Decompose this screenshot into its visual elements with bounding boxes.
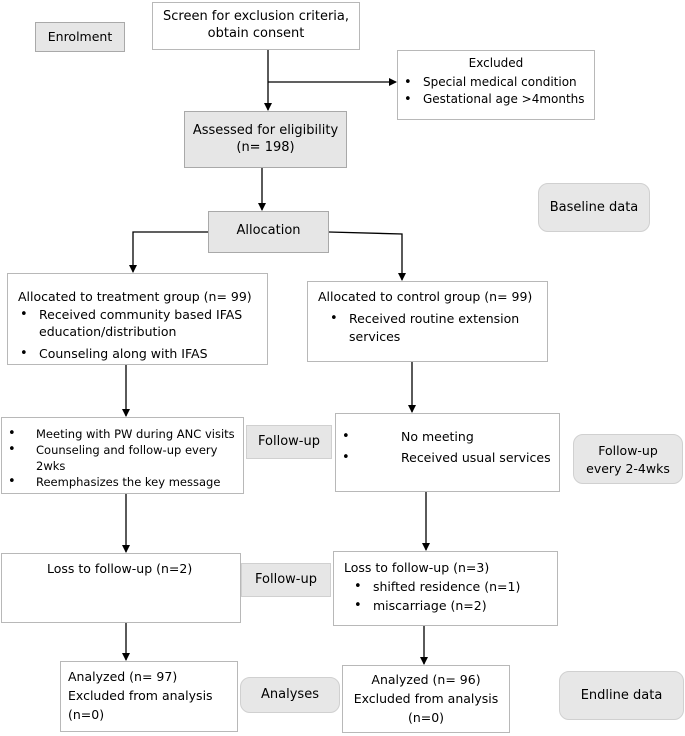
- treatment-loss-box: Loss to follow-up (n=2): [1, 553, 241, 623]
- control-followup-list: No meeting Received usual services: [336, 426, 559, 468]
- control-box: Allocated to control group (n= 99) Recei…: [307, 281, 548, 362]
- screen-box: Screen for exclusion criteria, obtain co…: [152, 2, 360, 50]
- control-followup-box: No meeting Received usual services: [335, 413, 560, 492]
- list-item: Gestational age >4months: [398, 91, 594, 108]
- enrolment-label: Enrolment: [35, 22, 125, 52]
- assessed-line-2: (n= 198): [236, 140, 295, 155]
- control-title: Allocated to control group (n= 99): [318, 289, 533, 304]
- list-item: Special medical condition: [398, 74, 594, 91]
- analyses-label: Analyses: [240, 677, 340, 713]
- list-item: shifted residence (n=1): [348, 577, 557, 596]
- baseline-label: Baseline data: [538, 183, 650, 232]
- treatment-title: Allocated to treatment group (n= 99): [18, 289, 252, 304]
- excluded-list: Special medical condition Gestational ag…: [398, 74, 594, 108]
- followup-label-2: Follow-up: [241, 563, 331, 597]
- excluded-title: Excluded: [468, 56, 524, 70]
- endline-label: Endline data: [559, 671, 684, 720]
- treatment-list: Received community based IFAS education/…: [14, 306, 263, 363]
- control-list: Received routine extension services: [324, 310, 543, 346]
- list-item: miscarriage (n=2): [348, 596, 557, 615]
- control-loss-list: shifted residence (n=1) miscarriage (n=2…: [348, 577, 557, 615]
- list-item: Received community based IFAS education/…: [14, 306, 263, 341]
- allocation-box: Allocation: [208, 211, 329, 253]
- followup-2-4wks-label: Follow-up every 2-4wks: [573, 434, 683, 484]
- treatment-analyzed-box: Analyzed (n= 97) Excluded from analysis …: [60, 661, 238, 732]
- treatment-followup-box: Meeting with PW during ANC visits Counse…: [1, 417, 244, 494]
- list-item: Received routine extension services: [324, 310, 543, 346]
- excluded-box: Excluded Special medical condition Gesta…: [397, 50, 595, 120]
- list-item: Received usual services: [336, 447, 559, 468]
- assessed-line-1: Assessed for eligibility: [192, 123, 339, 138]
- screen-line-2: obtain consent: [207, 26, 305, 41]
- list-item: Counseling and follow-up every 2wks: [2, 442, 243, 474]
- screen-line-1: Screen for exclusion criteria,: [162, 9, 350, 24]
- list-item: Reemphasizes the key message: [2, 474, 243, 490]
- treatment-box: Allocated to treatment group (n= 99) Rec…: [7, 273, 268, 365]
- list-item: Meeting with PW during ANC visits: [2, 426, 243, 442]
- control-loss-box: Loss to follow-up (n=3) shifted residenc…: [333, 551, 558, 626]
- treatment-followup-list: Meeting with PW during ANC visits Counse…: [2, 426, 243, 490]
- control-loss-title: Loss to follow-up (n=3): [344, 560, 490, 575]
- arrow-allocation-to-control: [328, 231, 406, 281]
- list-item: Counseling along with IFAS: [14, 345, 263, 363]
- control-analyzed-box: Analyzed (n= 96) Excluded from analysis …: [342, 665, 510, 733]
- treatment-loss-title: Loss to follow-up (n=2): [47, 561, 193, 576]
- arrow-allocation-to-treatment: [129, 231, 208, 273]
- followup-label-1: Follow-up: [246, 425, 332, 459]
- assessed-box: Assessed for eligibility (n= 198): [184, 111, 347, 168]
- list-item: No meeting: [336, 426, 559, 447]
